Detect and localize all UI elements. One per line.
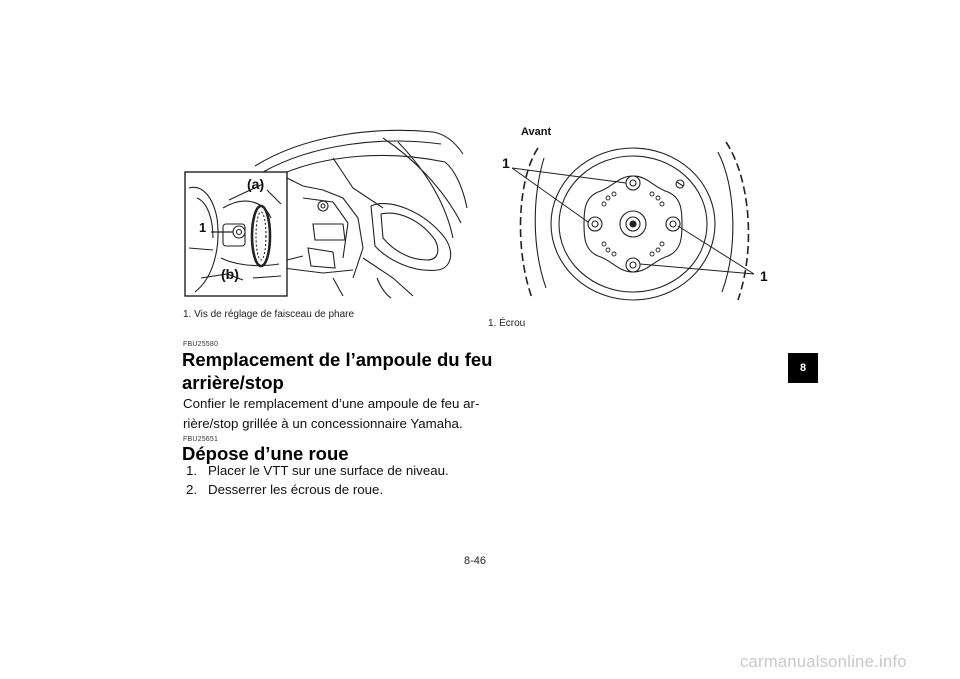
section1-title-line1: Remplacement de l’ampoule du feu <box>182 349 493 370</box>
step-number: 2. <box>186 482 198 497</box>
callout-right: 1 <box>760 268 768 284</box>
callout-1: 1 <box>199 220 207 235</box>
page-number: 8-46 <box>464 555 487 567</box>
step-number: 1. <box>186 463 198 478</box>
front-label: Avant <box>521 126 552 138</box>
figure1-caption: 1. Vis de réglage de faisceau de phare <box>183 309 355 320</box>
section1-body-line1: Confier le remplacement d’une ampoule de… <box>183 396 480 411</box>
section2-code: FBU25651 <box>183 436 219 443</box>
section1-title: Remplacement de l’ampoule du feu arrière… <box>182 348 492 394</box>
wheel-illustration <box>511 141 755 301</box>
list-item: 1. Placer le VTT sur une surface de nive… <box>186 461 449 480</box>
section1-body: Confier le remplacement d’une ampoule de… <box>183 394 479 434</box>
watermark: carmanualsonline.info <box>740 653 907 671</box>
step-text: Placer le VTT sur une surface de niveau. <box>208 463 449 478</box>
headlight-illustration <box>184 129 468 299</box>
figure2-caption: 1. Écrou <box>488 318 526 329</box>
section1-title-line2: arrière/stop <box>182 372 284 393</box>
steps-list: 1. Placer le VTT sur une surface de nive… <box>186 461 449 499</box>
step-text: Desserrer les écrous de roue. <box>208 482 384 497</box>
section1-body-line2: rière/stop grillée à un concessionnaire … <box>183 416 463 431</box>
section2-title: Dépose d’une roue <box>182 443 349 464</box>
label-a: (a) <box>247 176 265 192</box>
list-item: 2. Desserrer les écrous de roue. <box>186 480 449 499</box>
callout-left: 1 <box>502 155 510 171</box>
section1-code: FBU25580 <box>183 341 219 348</box>
label-b: (b) <box>221 266 239 282</box>
chapter-tab: 8 <box>788 353 818 383</box>
